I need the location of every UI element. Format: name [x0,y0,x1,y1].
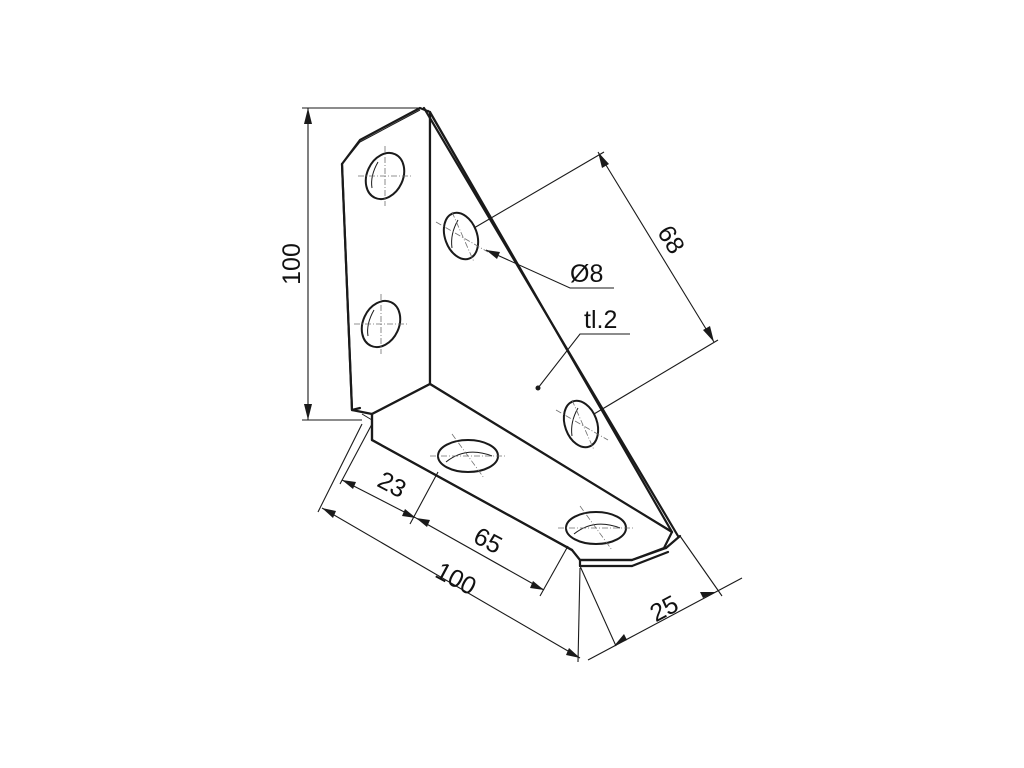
dimension-width-label: 25 [645,590,683,628]
dimension-height-label: 100 [278,243,306,285]
hole-horizontal-left [430,433,506,479]
dimension-height: 100 [278,107,420,421]
leader-thickness: tl.2 [537,306,630,389]
hole-vertical-top [358,146,412,206]
hole-horizontal-right [558,505,634,551]
dimension-hole-spacing-vertical-label: 68 [652,221,690,259]
leader-hole-diameter: Ø8 [485,249,614,289]
hole-diameter-label: Ø8 [570,260,603,288]
triangle-gusset [422,106,680,538]
mounting-holes [354,146,634,551]
dimension-length-label: 100 [431,557,481,601]
thickness-label: tl.2 [584,306,617,334]
hole-vertical-bottom [354,294,408,354]
hole-gusset-bottom [555,399,609,451]
dimension-hole-spacing-label: 65 [469,522,507,560]
hole-gusset-top [435,211,489,263]
